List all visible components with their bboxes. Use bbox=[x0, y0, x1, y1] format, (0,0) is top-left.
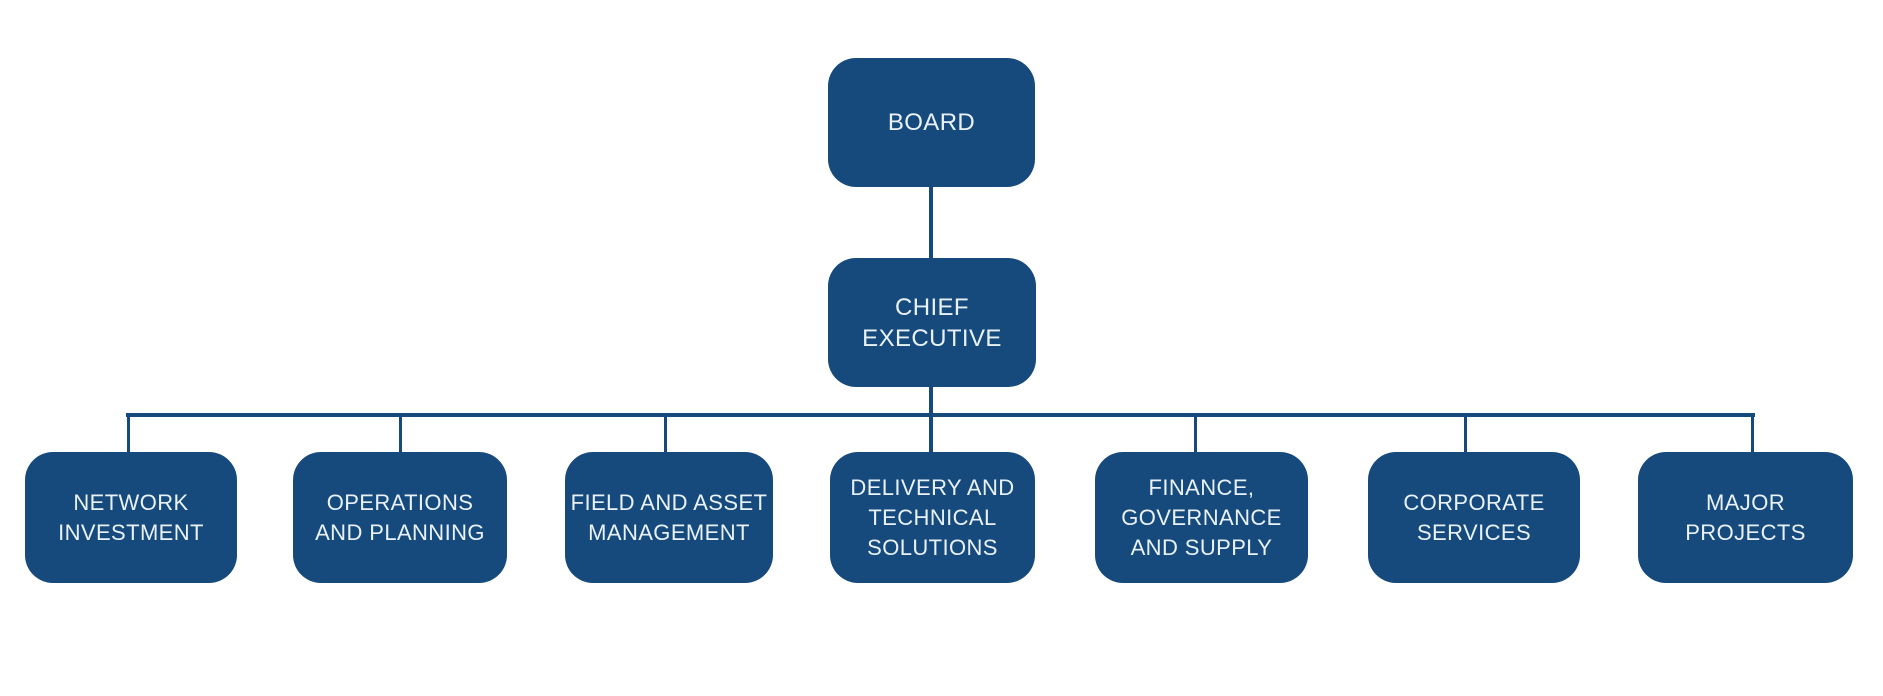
connector-drop-field-and-asset-management bbox=[664, 415, 667, 452]
org-node-field-and-asset-management-label: FIELD AND ASSET MANAGEMENT bbox=[570, 489, 768, 545]
org-node-operations-and-planning-label: OPERATIONS AND PLANNING bbox=[315, 489, 485, 545]
org-node-major-projects: MAJOR PROJECTS bbox=[1638, 452, 1853, 583]
org-node-finance-governance-and-supply: FINANCE, GOVERNANCE AND SUPPLY bbox=[1095, 452, 1308, 583]
connector-drop-major-projects bbox=[1751, 415, 1754, 452]
org-node-delivery-and-technical-solutions-label: DELIVERY AND TECHNICAL SOLUTIONS bbox=[850, 474, 1015, 560]
connector-drop-corporate-services bbox=[1464, 415, 1467, 452]
org-node-board-label: BOARD bbox=[887, 109, 976, 136]
connector-drop-network-investment bbox=[127, 415, 130, 452]
org-node-operations-and-planning: OPERATIONS AND PLANNING bbox=[293, 452, 507, 583]
connector-drop-operations-and-planning bbox=[399, 415, 402, 452]
org-node-corporate-services: CORPORATE SERVICES bbox=[1368, 452, 1580, 583]
org-node-network-investment-label: NETWORK INVESTMENT bbox=[58, 489, 204, 545]
connector-trunk bbox=[126, 413, 1755, 417]
org-node-finance-governance-and-supply-label: FINANCE, GOVERNANCE AND SUPPLY bbox=[1121, 474, 1282, 560]
org-node-corporate-services-label: CORPORATE SERVICES bbox=[1403, 489, 1545, 545]
org-node-network-investment: NETWORK INVESTMENT bbox=[25, 452, 237, 583]
org-node-chief-executive-label: CHIEF EXECUTIVE bbox=[862, 293, 1002, 352]
org-node-field-and-asset-management: FIELD AND ASSET MANAGEMENT bbox=[565, 452, 773, 583]
connector-chief-executive-to-trunk bbox=[929, 386, 933, 452]
org-node-chief-executive: CHIEF EXECUTIVE bbox=[828, 258, 1036, 387]
org-node-delivery-and-technical-solutions: DELIVERY AND TECHNICAL SOLUTIONS bbox=[830, 452, 1035, 583]
connector-drop-finance-governance-and-supply bbox=[1194, 415, 1197, 452]
connector-board-to-chief-executive bbox=[929, 186, 933, 260]
org-node-board: BOARD bbox=[828, 58, 1035, 187]
org-node-major-projects-label: MAJOR PROJECTS bbox=[1685, 489, 1806, 545]
